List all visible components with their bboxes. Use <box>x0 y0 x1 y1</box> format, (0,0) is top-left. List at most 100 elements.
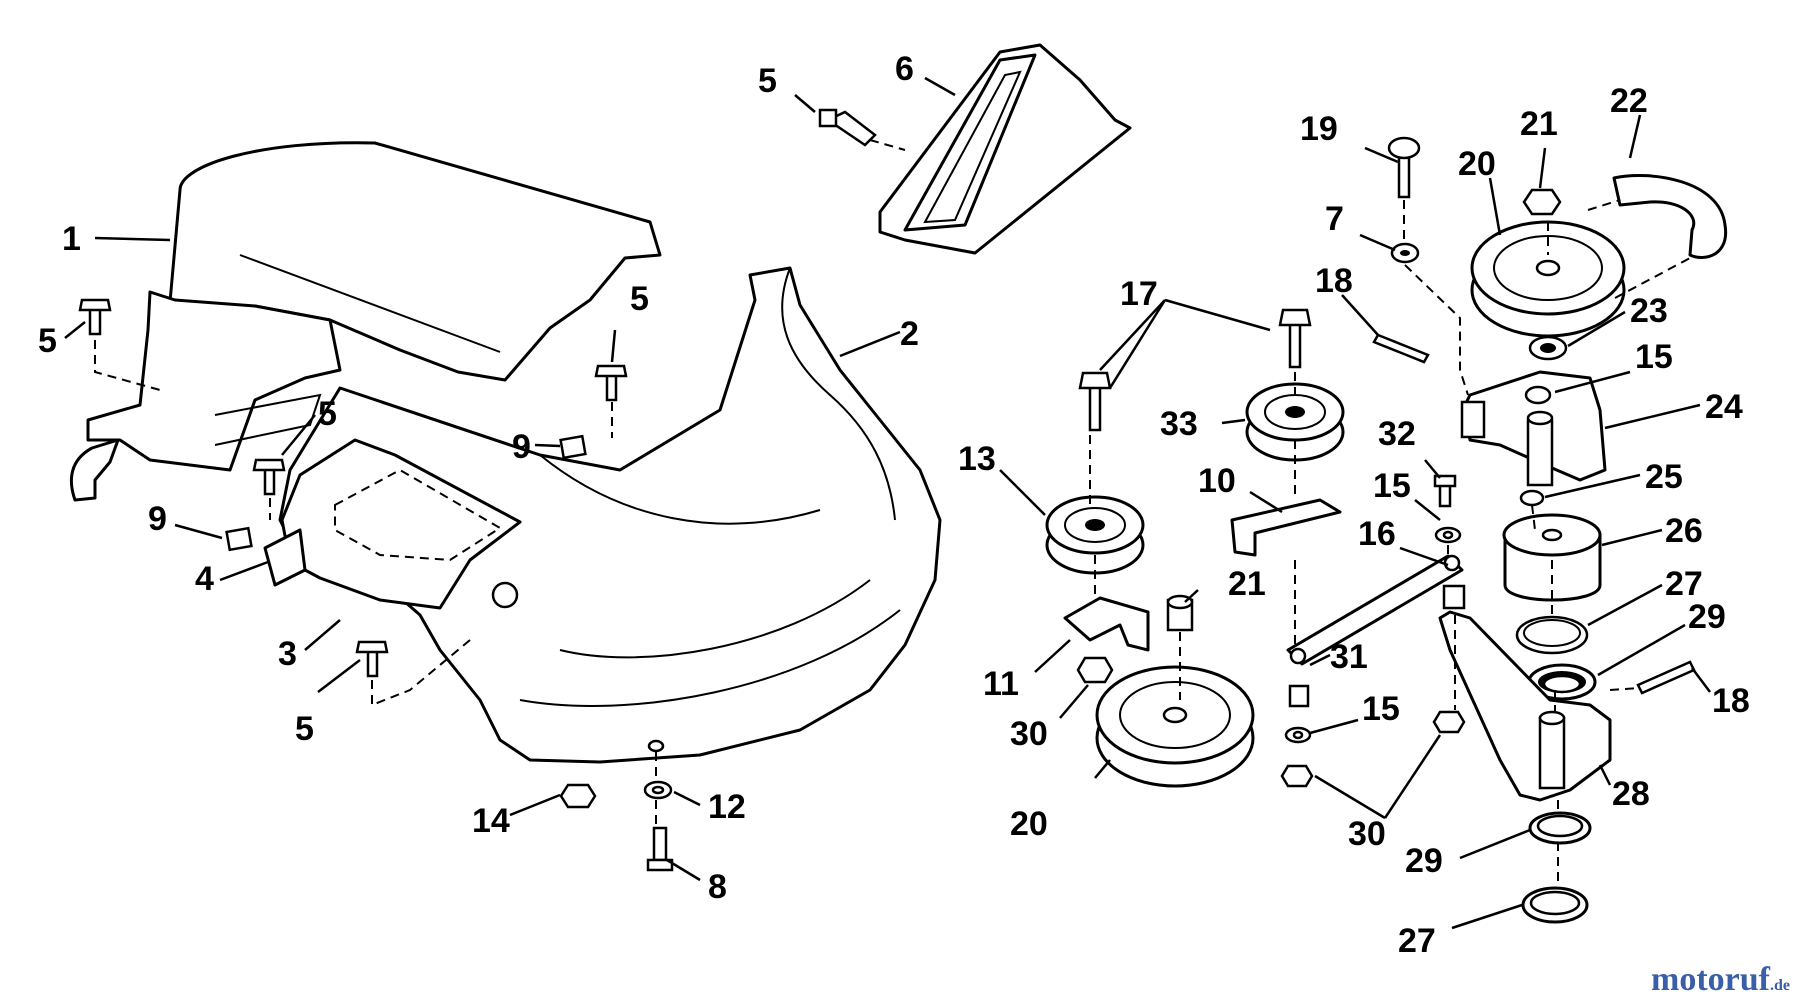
callout-18b: 18 <box>1712 682 1750 720</box>
fastener-spacer <box>1288 684 1310 708</box>
part-22-belt-guide <box>1612 174 1728 259</box>
callout-21a: 21 <box>1520 105 1558 143</box>
part-11-bracket <box>1063 596 1150 652</box>
fastener-bearing-23 <box>1528 335 1568 361</box>
part-4-bracket <box>263 528 307 587</box>
callout-14: 14 <box>472 802 510 840</box>
callout-11: 11 <box>983 665 1019 703</box>
callout-8: 8 <box>708 868 727 906</box>
callout-3: 3 <box>278 635 297 673</box>
part-27-ring-lower <box>1521 886 1589 924</box>
fastener-bolt-5c <box>252 458 286 496</box>
fastener-washer-small <box>647 739 665 753</box>
fastener-nut-31 <box>1442 584 1466 610</box>
callout-24: 24 <box>1705 388 1743 426</box>
part-29-bushing-lower <box>1528 811 1592 845</box>
callout-21b: 21 <box>1228 565 1266 603</box>
callout-30b: 30 <box>1348 815 1386 853</box>
callout-25: 25 <box>1645 458 1683 496</box>
fastener-bolt-5b <box>594 364 628 402</box>
callout-17: 17 <box>1120 275 1158 313</box>
fastener-nut-30a <box>1076 656 1114 684</box>
fastener-nut-9a <box>225 526 253 552</box>
callout-16: 16 <box>1358 515 1396 553</box>
callout-18a: 18 <box>1315 262 1353 300</box>
callout-20a: 20 <box>1458 145 1496 183</box>
callout-9b: 9 <box>512 428 531 466</box>
callout-32: 32 <box>1378 415 1416 453</box>
fastener-washer-15c <box>1524 385 1552 405</box>
callout-27b: 27 <box>1398 922 1436 960</box>
watermark-brand: motoruf <box>1651 961 1770 998</box>
fastener-bolt-8 <box>646 826 674 872</box>
fastener-nut-9b <box>559 434 587 460</box>
callout-7: 7 <box>1325 200 1344 238</box>
callout-9a: 9 <box>148 500 167 538</box>
callout-5b: 5 <box>630 280 649 318</box>
fastener-bolt-5a <box>78 298 112 336</box>
callout-labels: 1 2 3 4 5 5 5 5 5 6 7 8 9 9 10 11 12 13 … <box>38 50 1750 960</box>
callout-12: 12 <box>708 788 746 826</box>
callout-33: 33 <box>1160 405 1198 443</box>
callout-22: 22 <box>1610 82 1648 120</box>
fastener-washer-12 <box>643 780 673 800</box>
part-1-belt-cover <box>69 141 662 502</box>
fastener-washer-7 <box>1390 242 1420 264</box>
callout-15c: 15 <box>1635 338 1673 376</box>
callout-2: 2 <box>900 315 919 353</box>
fastener-washer-25 <box>1519 489 1545 507</box>
part-18-cotter-pin-a <box>1372 333 1430 364</box>
callout-27a: 27 <box>1665 565 1703 603</box>
part-24-idler-arm <box>1460 370 1607 487</box>
fastener-washer-15a <box>1434 526 1462 544</box>
part-17-bolt-left <box>1078 371 1112 432</box>
callout-20b: 20 <box>1010 805 1048 843</box>
callout-28: 28 <box>1612 775 1650 813</box>
fastener-nut-30b <box>1280 764 1314 788</box>
callout-10: 10 <box>1198 462 1236 500</box>
fastener-nut-21b <box>1522 188 1562 216</box>
part-33-pulley <box>1245 382 1345 462</box>
part-26-spacer-drum <box>1502 513 1602 602</box>
fastener-nut-14 <box>559 783 597 809</box>
fastener-nut-21a <box>1166 594 1194 632</box>
callout-6: 6 <box>895 50 914 88</box>
callout-15a: 15 <box>1373 467 1411 505</box>
callout-26: 26 <box>1665 512 1703 550</box>
callout-31: 31 <box>1330 638 1368 676</box>
fastener-bolt-32 <box>1433 474 1457 508</box>
fastener-bolt-5d <box>355 640 389 678</box>
assembly-lines <box>94 139 1691 888</box>
callout-5d: 5 <box>295 710 314 748</box>
callout-5e: 5 <box>758 62 777 100</box>
part-16-link <box>1286 554 1464 666</box>
leader-lines <box>64 76 1711 930</box>
callout-30a: 30 <box>1010 715 1048 753</box>
callout-5c: 5 <box>318 395 337 433</box>
part-27-ring-upper <box>1515 615 1589 655</box>
callout-29a: 29 <box>1688 598 1726 636</box>
part-28-tension-arm <box>1438 610 1612 802</box>
callout-5a: 5 <box>38 322 57 360</box>
callout-19: 19 <box>1300 110 1338 148</box>
callout-15b: 15 <box>1362 690 1400 728</box>
callout-13: 13 <box>958 440 996 478</box>
part-20-pulley-upper <box>1470 220 1626 338</box>
watermark: motoruf.de <box>1651 961 1790 999</box>
fastener-nut-30c <box>1432 710 1466 734</box>
fastener-bolt-5e <box>818 108 877 147</box>
part-18-cotter-pin-b <box>1636 660 1696 695</box>
part-20-pulley-lower <box>1095 665 1255 788</box>
part-10-bracket <box>1230 498 1342 557</box>
callout-4: 4 <box>195 560 214 598</box>
watermark-suffix: .de <box>1770 977 1790 994</box>
callout-23: 23 <box>1630 292 1668 330</box>
fastener-washer-15b <box>1284 726 1312 744</box>
part-19-pin <box>1387 136 1421 199</box>
part-13-pulley <box>1045 495 1145 575</box>
part-6-slotted-cover <box>878 43 1132 255</box>
part-17-bolt-right <box>1278 308 1312 369</box>
callout-29b: 29 <box>1405 842 1443 880</box>
callout-1: 1 <box>62 220 81 258</box>
